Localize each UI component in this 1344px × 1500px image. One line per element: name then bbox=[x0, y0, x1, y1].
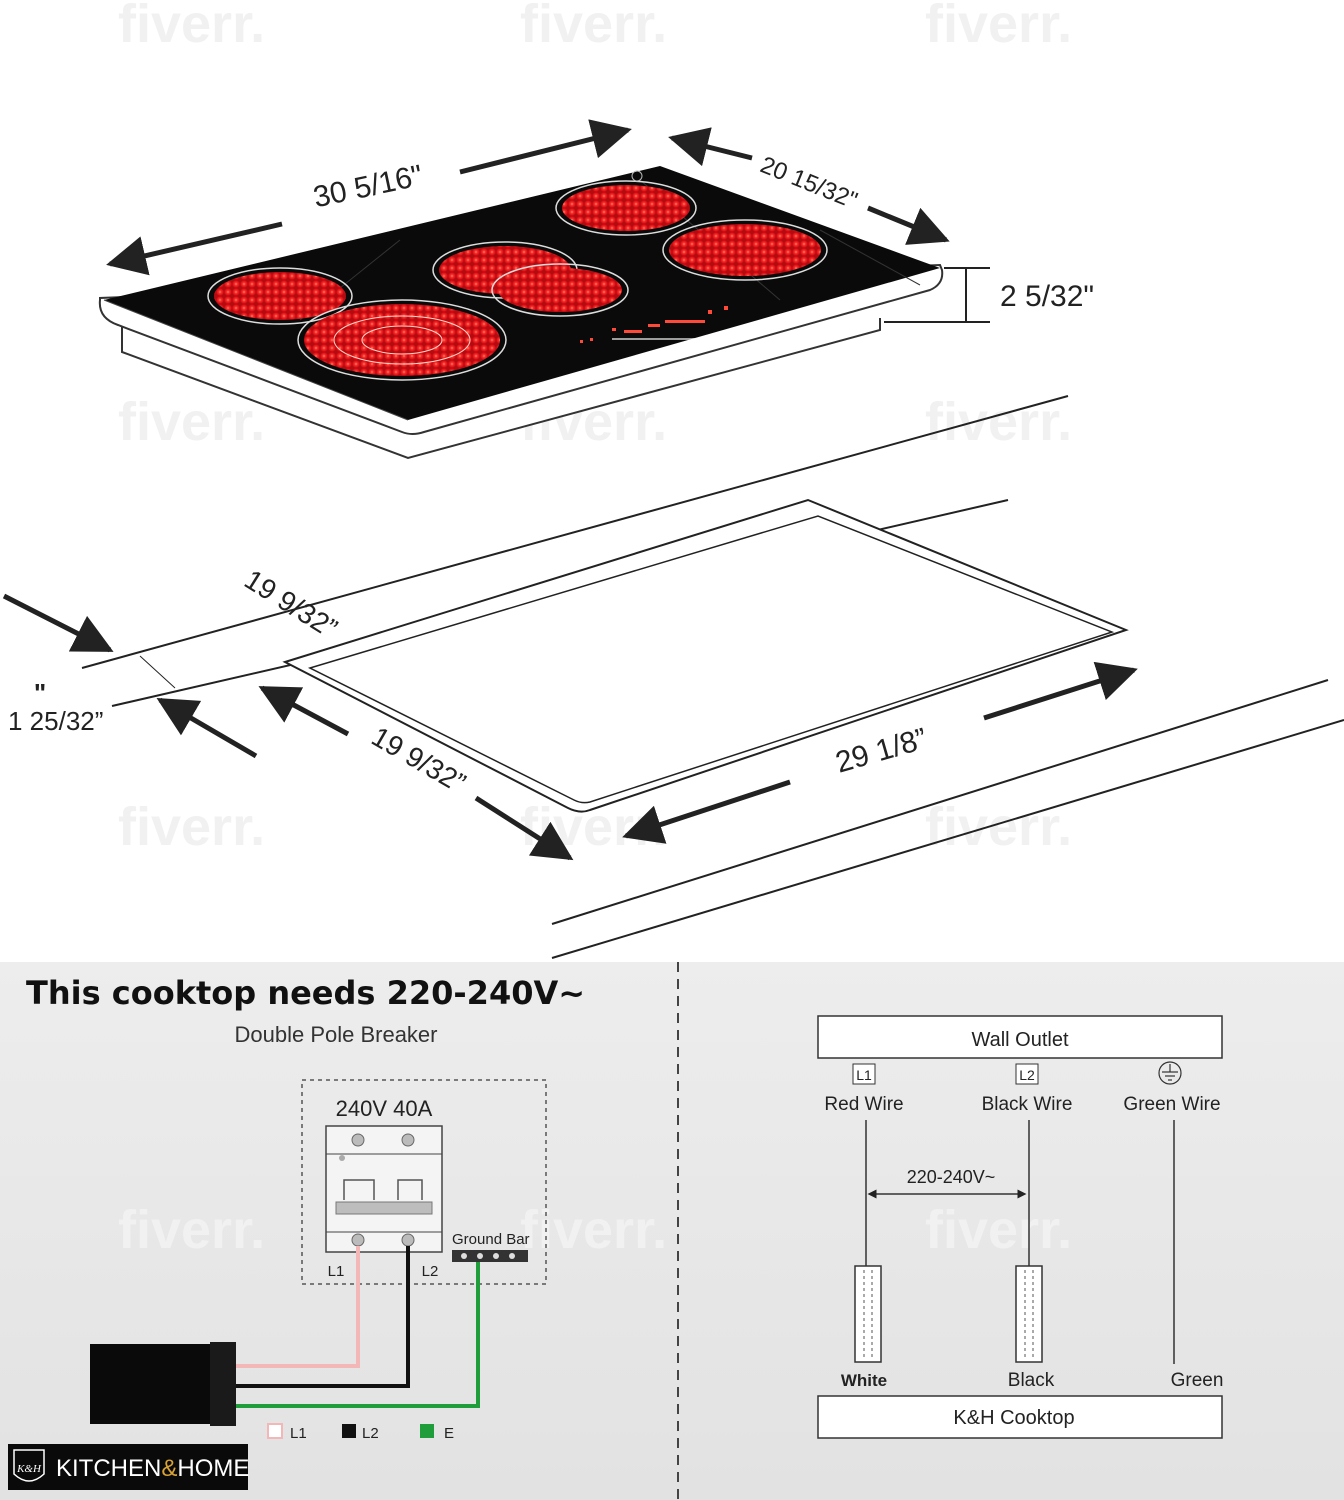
breaker-l2-label: L2 bbox=[422, 1263, 439, 1280]
breaker-rating: 240V 40A bbox=[336, 1096, 433, 1121]
breaker-subtitle: Double Pole Breaker bbox=[234, 1022, 437, 1047]
wire-legend: L1 L2 E bbox=[267, 1423, 454, 1442]
watermark: fiverr. bbox=[925, 797, 1072, 857]
dimension-depth: 20 15/32" bbox=[756, 151, 861, 214]
brand-name: KITCHEN&HOME bbox=[56, 1455, 249, 1482]
dimension-arrows-cutout bbox=[2, 593, 1138, 861]
height-bracket bbox=[884, 267, 990, 323]
brand-name-kitchen: KITCHEN bbox=[56, 1455, 161, 1482]
watermark: fiverr. bbox=[118, 797, 265, 857]
watermark: fiverr. bbox=[118, 0, 265, 54]
white-end-label: White bbox=[841, 1371, 887, 1390]
legend-e: E bbox=[444, 1425, 454, 1442]
cutout bbox=[282, 498, 1129, 813]
watermark: fiverr. bbox=[925, 0, 1072, 54]
cooktop-label: K&H Cooktop bbox=[953, 1407, 1074, 1429]
dimension-cutout-width: 29 1/8” bbox=[832, 722, 931, 779]
brand-name-home: HOME bbox=[177, 1455, 249, 1482]
black-wire-label: Black Wire bbox=[982, 1094, 1073, 1115]
burner bbox=[555, 180, 697, 236]
breaker-wires bbox=[236, 1246, 480, 1408]
cooktop bbox=[98, 166, 944, 460]
watermark: fiverr. bbox=[118, 392, 265, 452]
wiring-schematic: Wall Outlet L1 L2 Red Wire Black Wire Gr… bbox=[817, 1015, 1224, 1439]
ground-icon bbox=[1158, 1061, 1182, 1085]
voltage-label: 220-240V~ bbox=[907, 1167, 996, 1187]
power-cord-plug bbox=[90, 1344, 214, 1424]
control-panel bbox=[580, 306, 728, 343]
wall-outlet-label: Wall Outlet bbox=[971, 1029, 1069, 1051]
dimension-width: 30 5/16" bbox=[310, 159, 425, 214]
breaker-panel: This cooktop needs 220-240V~ Double Pole… bbox=[26, 974, 585, 1285]
brand-amp: & bbox=[161, 1455, 177, 1482]
watermarks-bottom: fiverr. fiverr. fiverr. bbox=[118, 1200, 1072, 1260]
dimension-cutout-thickness-mark: " bbox=[34, 678, 46, 708]
terminal-l2: L2 bbox=[1019, 1067, 1035, 1083]
terminal-l1: L1 bbox=[856, 1067, 872, 1083]
legend-l1: L1 bbox=[290, 1425, 307, 1442]
cooktop-box bbox=[817, 1395, 1223, 1439]
dimension-cutout-back: 19 9/32” bbox=[239, 564, 343, 645]
brand-logo: K&H KITCHEN&HOME bbox=[8, 1444, 249, 1490]
red-wire-label: Red Wire bbox=[824, 1094, 903, 1115]
burner-bridge bbox=[432, 241, 629, 317]
breaker-title: This cooktop needs 220-240V~ bbox=[26, 974, 585, 1012]
burner bbox=[662, 219, 828, 281]
ground-bar bbox=[452, 1250, 528, 1262]
schematic-wires bbox=[865, 1120, 1175, 1364]
watermark: fiverr. bbox=[520, 0, 667, 54]
dimension-cutout-thickness: 1 25/32” bbox=[8, 706, 103, 736]
burner bbox=[207, 267, 353, 325]
logo-mark bbox=[631, 170, 643, 182]
wire-connector bbox=[854, 1265, 882, 1363]
legend-l2: L2 bbox=[362, 1425, 379, 1442]
wire-connector bbox=[1015, 1265, 1043, 1363]
burner-large bbox=[297, 299, 507, 381]
watermark: fiverr. bbox=[925, 1200, 1072, 1260]
breaker-l1-label: L1 bbox=[328, 1263, 345, 1280]
breaker-box bbox=[301, 1079, 547, 1285]
dimension-height: 2 5/32" bbox=[1000, 280, 1094, 313]
black-end-label: Black bbox=[1008, 1370, 1055, 1391]
watermark: fiverr. bbox=[520, 1200, 667, 1260]
wall-outlet-box bbox=[817, 1015, 1223, 1059]
dimension-arrows-top bbox=[106, 119, 950, 276]
brand-monogram: K&H bbox=[16, 1463, 42, 1475]
power-cord-collar bbox=[210, 1342, 236, 1426]
watermark: fiverr. bbox=[118, 1200, 265, 1260]
green-wire-label: Green Wire bbox=[1123, 1094, 1220, 1115]
green-end-label: Green bbox=[1171, 1370, 1224, 1391]
ground-bar-label: Ground Bar bbox=[452, 1231, 530, 1248]
